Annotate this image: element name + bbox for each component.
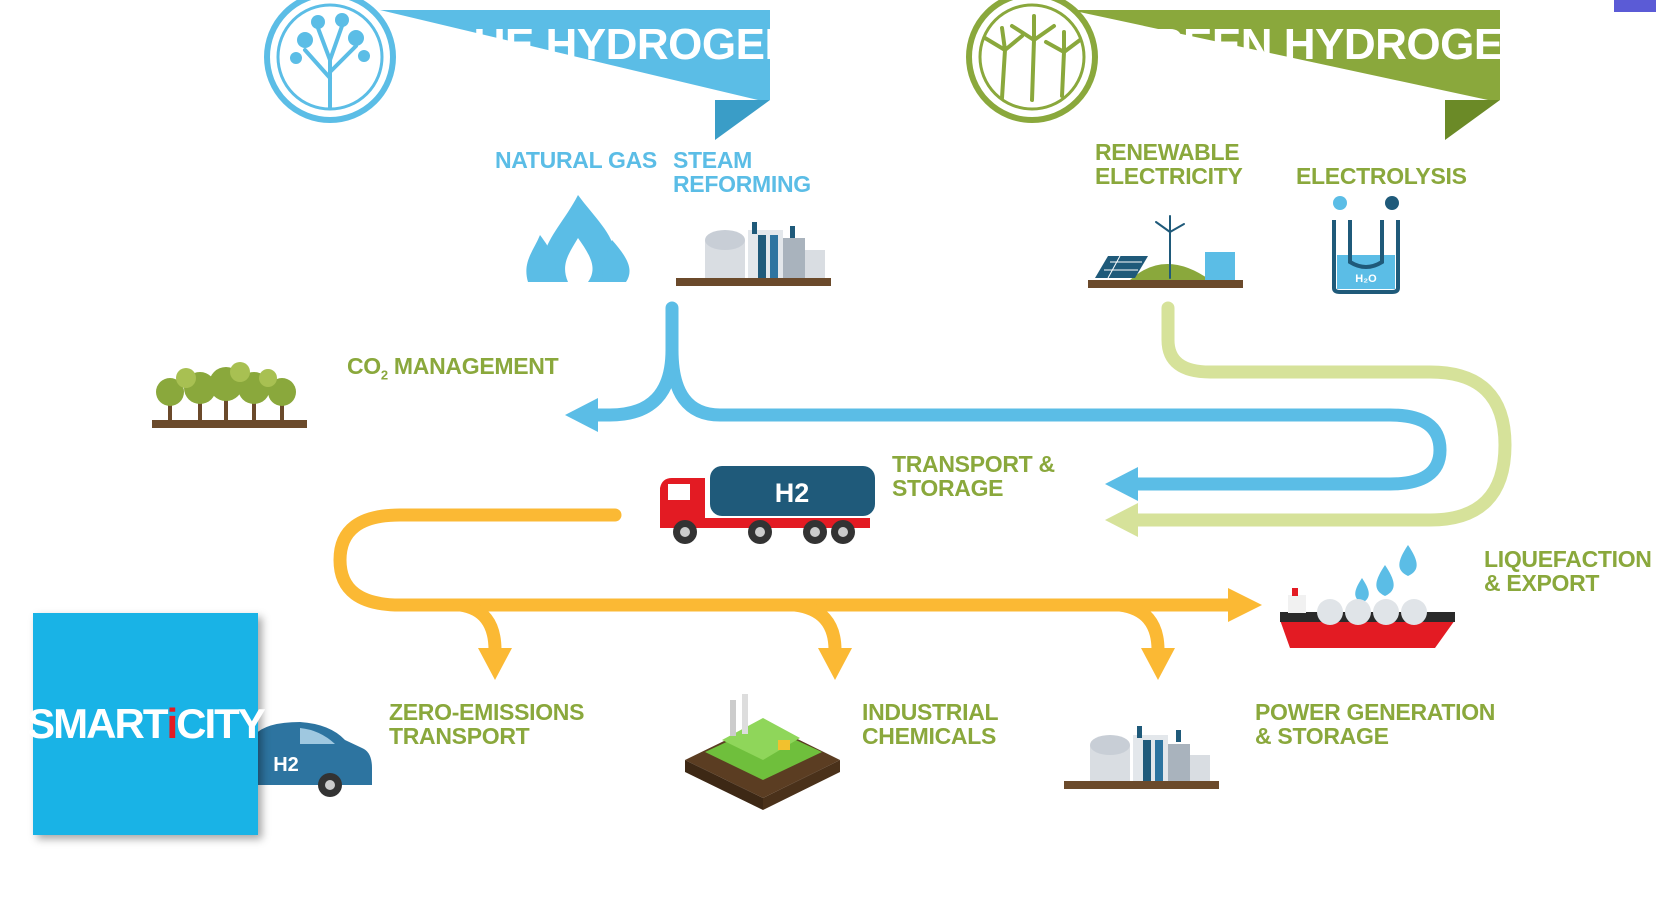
- h2o-label: H₂O: [1355, 273, 1377, 285]
- industrial-chemicals-icon: [685, 694, 840, 810]
- truck-h2-label: H2: [775, 478, 810, 508]
- renewable-electricity-icon: [1088, 215, 1243, 288]
- blue-flow-line: [665, 301, 1447, 491]
- lng-ship-icon: [1280, 588, 1455, 648]
- green-hydrogen-banner: [1070, 10, 1500, 140]
- hydrogen-truck-icon: H2: [660, 466, 875, 544]
- co2-management-label: CO2 MANAGEMENT: [347, 353, 559, 383]
- liquefaction-export-label: LIQUEFACTION & EXPORT: [1484, 546, 1652, 596]
- orange-flow-line: [333, 508, 1237, 612]
- wind-turbine-circle-icon: [966, 0, 1098, 123]
- droplets-icon: [1355, 545, 1417, 603]
- steam-reforming-label: STEAM REFORMING: [673, 147, 811, 197]
- electrolysis-label: ELECTROLYSIS: [1296, 163, 1467, 189]
- transport-storage-label: TRANSPORT & STORAGE: [892, 451, 1055, 501]
- trees-icon: [152, 362, 307, 428]
- orange-export-arrowhead: [1228, 588, 1262, 622]
- renewable-electricity-label: RENEWABLE ELECTRICITY: [1095, 139, 1243, 189]
- power-generation-storage-label: POWER GENERATION & STORAGE: [1255, 699, 1496, 749]
- orange-branch-arrowheads: [478, 648, 1175, 680]
- corner-tab: [1614, 0, 1656, 12]
- car-h2-label: H2: [273, 754, 299, 776]
- hydrogen-car-icon: H2: [250, 722, 372, 797]
- blue-arrowhead: [1105, 467, 1138, 501]
- flame-icon: [526, 195, 630, 282]
- blue-hydrogen-title: BLUE HYDROGEN: [416, 20, 796, 69]
- orange-branches: [453, 598, 1165, 657]
- green-hydrogen-title: GREEN HYDROGEN: [1118, 20, 1534, 69]
- power-generation-plant-icon: [1064, 726, 1219, 789]
- green-arrowhead: [1105, 503, 1138, 537]
- natural-gas-label: NATURAL GAS: [495, 147, 657, 173]
- tree-circle-icon: [264, 0, 396, 123]
- steam-reforming-plant-icon: [676, 222, 831, 286]
- zero-emissions-transport-label: ZERO-EMISSIONS TRANSPORT: [389, 699, 585, 749]
- electrolysis-icon: H₂O: [1332, 196, 1400, 294]
- blue-co2-branch: [588, 343, 679, 422]
- green-flow-line: [1128, 301, 1512, 527]
- blue-co2-arrowhead: [565, 398, 598, 432]
- industrial-chemicals-label: INDUSTRIAL CHEMICALS: [862, 699, 999, 749]
- blue-hydrogen-banner: [380, 10, 770, 140]
